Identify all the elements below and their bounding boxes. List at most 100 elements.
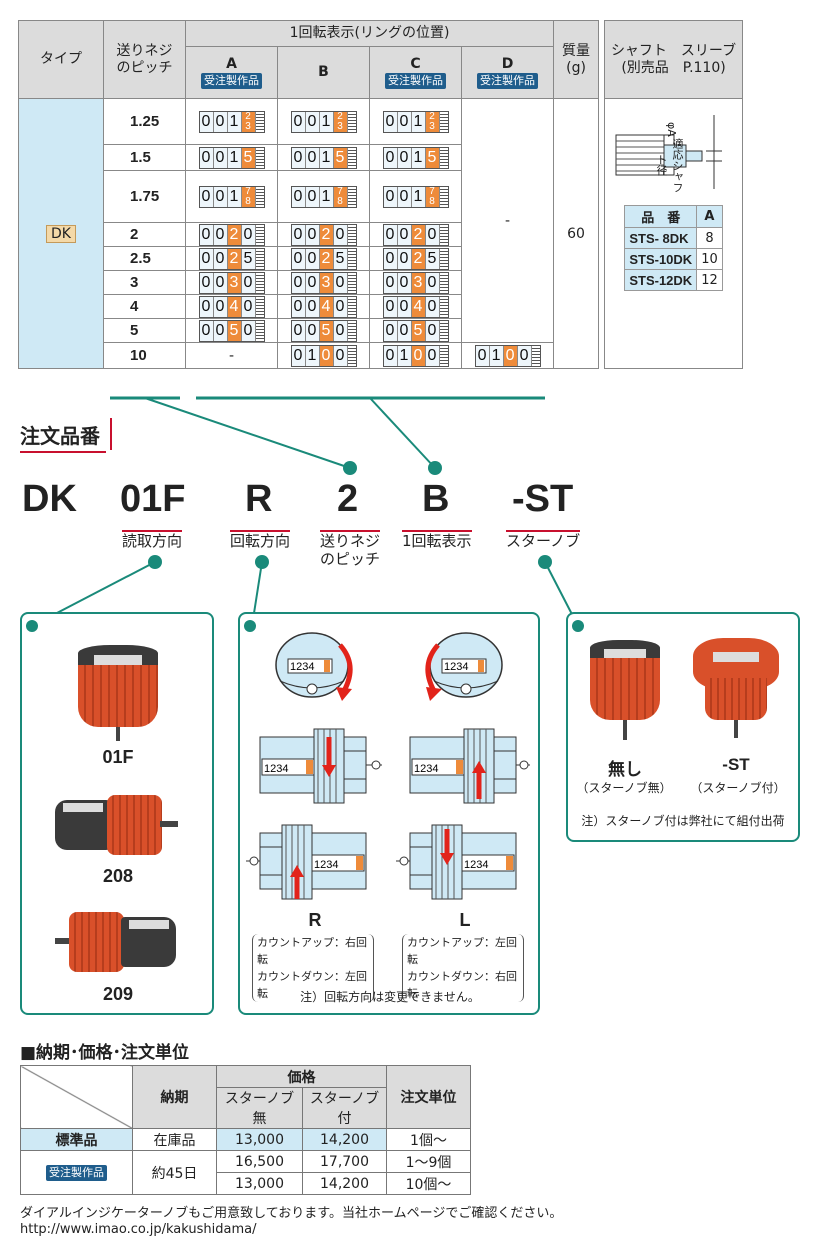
counter-digit: 1 — [412, 186, 426, 207]
counter-digit: 1 — [490, 345, 504, 366]
price-standard: 標準品 — [20, 1128, 133, 1151]
sleeve-drawing-icon — [615, 115, 722, 189]
counter-digit: 0 — [292, 272, 306, 293]
svg-text:1234: 1234 — [290, 661, 314, 673]
counter-digit: 0 — [306, 272, 320, 293]
counter-digit: 0 — [200, 272, 214, 293]
counter-digit: 0 — [292, 248, 306, 269]
type-badge: DK — [46, 224, 76, 243]
connector-lines — [110, 396, 545, 475]
counter-digit: 0 — [426, 320, 440, 341]
counter-digit: 0 — [306, 186, 320, 207]
pitch-cell: 2.5 — [103, 246, 186, 271]
counter-digit: 0 — [334, 296, 348, 317]
order-section-title: 注文品番 — [20, 418, 112, 453]
header-pitch: 送りネジ のピッチ — [103, 20, 186, 99]
counter-digit: 0 — [200, 320, 214, 341]
dim-a-label: φA — [665, 121, 679, 137]
code-reading: 01F — [120, 478, 186, 520]
counter-digit: 0 — [214, 186, 228, 207]
counter-digit: 0 — [476, 345, 490, 366]
header-type: タイプ — [18, 20, 104, 99]
counter-digit: 2 — [319, 248, 334, 269]
counter-digit: 0 — [398, 186, 412, 207]
counter-digit: 5 — [334, 248, 348, 269]
counter-digit: 0 — [306, 147, 320, 168]
sleeve-a-value: 8 — [696, 227, 723, 249]
price-unit: 10個～ — [386, 1172, 471, 1195]
knob-star-image — [693, 638, 779, 738]
counter-digit: 0 — [292, 345, 306, 366]
counter-digit: 0 — [398, 147, 412, 168]
counter-digit: 3 — [319, 272, 334, 293]
counter-digit: 0 — [214, 147, 228, 168]
pitch-cell: 2 — [103, 222, 186, 247]
counter-digit: 0 — [334, 272, 348, 293]
footer-url[interactable]: http://www.imao.co.jp/kakushidama/ — [20, 1222, 257, 1237]
counter-digit: 0 — [426, 224, 440, 245]
pitch-cell: 4 — [103, 294, 186, 319]
price-delivery: 約45日 — [132, 1150, 217, 1195]
price-h-unit: 注文単位 — [386, 1065, 471, 1129]
counter-digit: 0 — [200, 147, 214, 168]
pitch-cell: 3 — [103, 270, 186, 295]
counter-digit: 0 — [518, 345, 532, 366]
price-h-price: 価格 — [216, 1065, 387, 1088]
counter-digit: 0 — [292, 111, 306, 132]
price-h-no-knob: スターノブ無 — [216, 1087, 303, 1129]
sleeve-part-number: STS- 8DK — [624, 227, 698, 249]
price-unit: 1～9個 — [386, 1150, 471, 1173]
dial-r-icon: 1234 — [275, 632, 353, 701]
price-made-to-order: 受注製作品 — [20, 1150, 133, 1195]
counter-digit: 1 — [412, 111, 426, 132]
counter-digit: 3 — [227, 272, 242, 293]
counter-digit: 0 — [384, 248, 398, 269]
counter-digit: 0 — [306, 296, 320, 317]
counter-digit: 0 — [398, 111, 412, 132]
counter-digit: 0 — [306, 111, 320, 132]
counter-digit: 5 — [319, 320, 334, 341]
sleeve-a-value: 10 — [696, 248, 723, 270]
counter-digit: 0 — [214, 111, 228, 132]
label-knob: スターノブ — [506, 530, 581, 550]
counter-digit: 5 — [333, 147, 348, 168]
code-pitch: 2 — [337, 478, 359, 520]
counter-digit: 0 — [411, 345, 426, 366]
price-h-with-knob: スターノブ付 — [302, 1087, 387, 1129]
counter-digit: 2 — [411, 224, 426, 245]
counter-digit: 0 — [398, 224, 412, 245]
footer-note: ダイアルインジケーターノブもご用意致しております。当社ホームページでご確認くださ… — [20, 1206, 563, 1221]
counter-digit: 0 — [292, 320, 306, 341]
caption-st: -ST — [722, 755, 750, 774]
counter-digit: 0 — [306, 248, 320, 269]
svg-text:1234: 1234 — [264, 763, 288, 775]
dim-shaft-label: 適応シャフト径 — [655, 137, 685, 193]
counter-digit: 0 — [398, 320, 412, 341]
